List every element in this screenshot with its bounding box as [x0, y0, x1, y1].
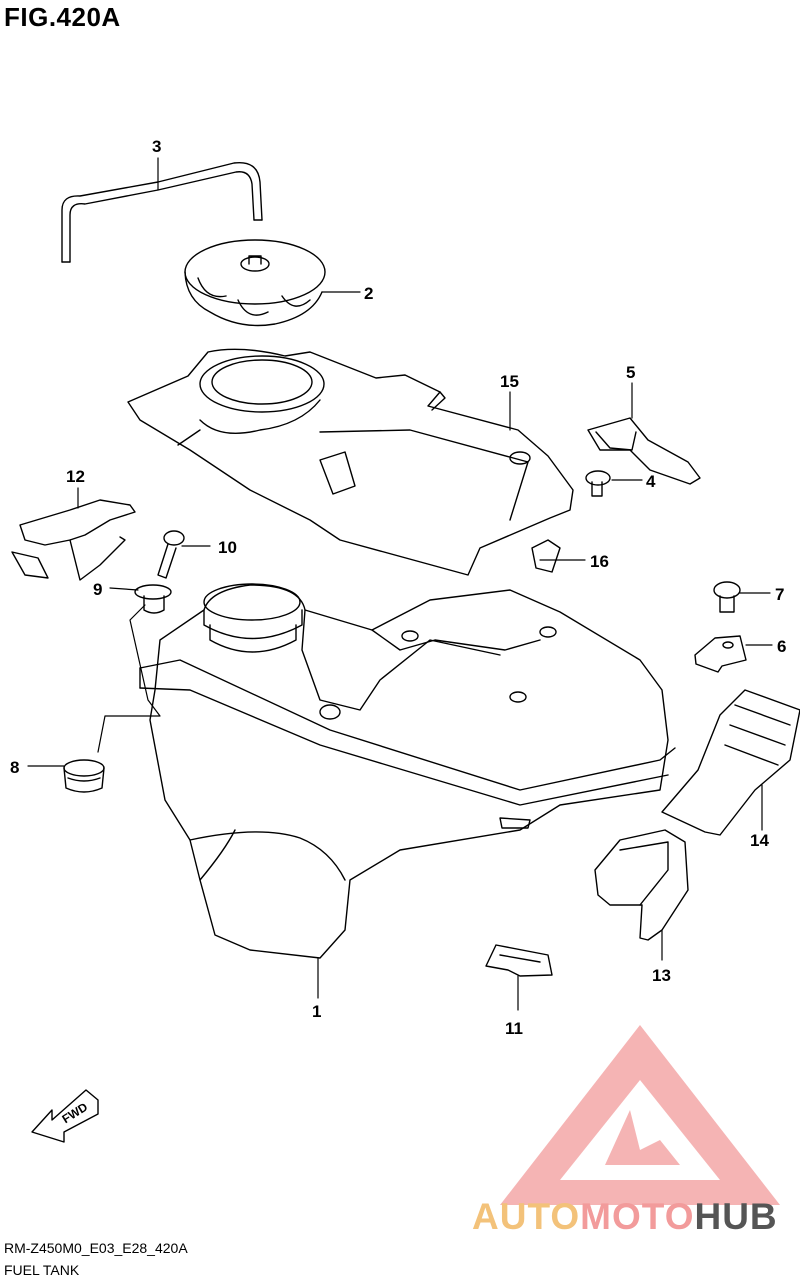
clamp-part: [587, 417, 701, 485]
callout-6: 6: [777, 637, 787, 656]
callout-3: 3: [152, 137, 162, 156]
watermark-moto: MOTO: [580, 1196, 695, 1237]
callout-13: 13: [652, 966, 671, 985]
watermark-hub: HUB: [694, 1196, 778, 1237]
figure-title: FIG.420A: [4, 2, 121, 32]
bracket-13: [594, 829, 689, 941]
callout-2: 2: [364, 284, 374, 303]
screw-7: [713, 581, 741, 613]
callout-7: 7: [775, 585, 785, 604]
callout-8: 8: [10, 758, 20, 777]
callout-14: 14: [750, 831, 769, 850]
watermark-logo-icon: [500, 1025, 780, 1205]
fwd-label: FWD: [60, 1100, 91, 1127]
screw-4: [585, 470, 611, 497]
bolt-10: [157, 530, 185, 579]
heat-guard-14: [661, 689, 800, 836]
bracket-12: [11, 499, 136, 581]
callout-16: 16: [590, 552, 609, 571]
callout-1: 1: [312, 1002, 322, 1021]
diagram-code: RM-Z450M0_E03_E28_420A: [4, 1240, 188, 1256]
callout-12: 12: [66, 467, 85, 486]
callout-15: 15: [500, 372, 519, 391]
callout-5: 5: [626, 363, 636, 382]
callout-10: 10: [218, 538, 237, 557]
callout-11: 11: [505, 1019, 523, 1038]
nut-plate-6: [694, 635, 747, 673]
tank-cover: [127, 348, 574, 576]
grommet-8: [63, 759, 105, 793]
watermark-auto: AUTO: [472, 1196, 581, 1237]
cushion-16: [531, 539, 561, 573]
clip-11: [485, 944, 553, 977]
collar-9: [134, 584, 172, 614]
fwd-arrow-icon: [31, 1089, 99, 1143]
callout-4: 4: [646, 472, 656, 491]
leader-lines: [27, 157, 773, 1011]
callout-9: 9: [93, 580, 103, 599]
watermark-text: AUTOMOTOHUB: [472, 1196, 778, 1238]
breather-hose: [69, 171, 255, 263]
diagram-name: FUEL TANK: [4, 1262, 80, 1278]
fuel-tank: [139, 583, 676, 959]
fuel-cap: [184, 239, 326, 327]
